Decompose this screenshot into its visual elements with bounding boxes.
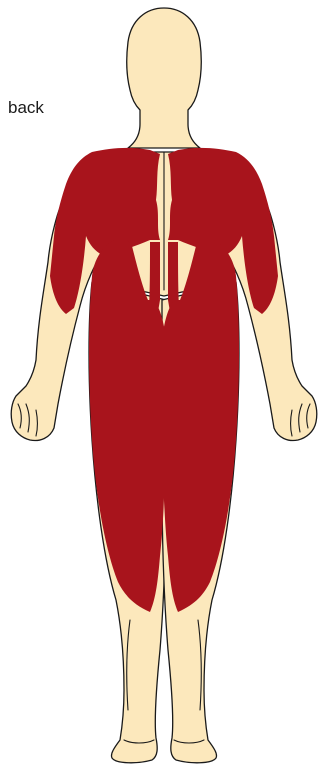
head bbox=[127, 8, 202, 148]
